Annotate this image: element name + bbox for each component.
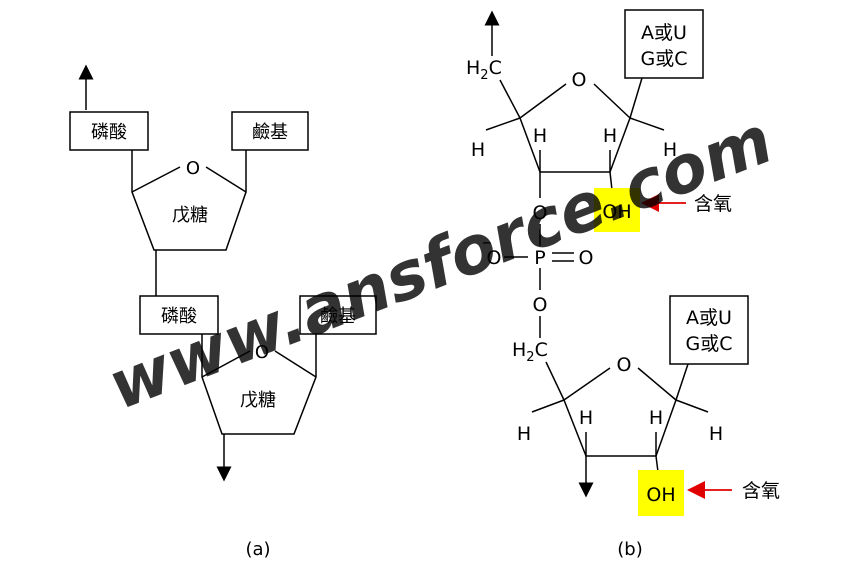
base-box [624,9,704,79]
oxygen-note: 含氧 [694,193,732,215]
base-label-line1: A或U [641,22,687,44]
base-label-line2: G或C [641,48,688,70]
hydrogen-label: H [709,423,723,445]
base-box [669,295,749,365]
nucleotide-top: H2C O A或U G或C H H H H OH [466,9,732,232]
panel-a: 磷酸 鹼基 O 戊糖 磷酸 鹼基 O 戊糖 (a) [69,64,377,560]
watermark-text: www.ansforce.com [98,101,782,425]
phosphorus-label: P [534,247,545,269]
hydroxyl-label: OH [646,484,675,506]
hydrogen-label: H [663,139,677,161]
hydrogen-label: H [471,139,485,161]
hydrogen-label: H [603,125,617,147]
nucleotide-bottom: H2C O A或U G或C H H H H OH [512,295,780,516]
panel-b-caption: (b) [617,539,642,560]
phosphate-bridge: O – O P O O [482,172,593,338]
ch2-group: H2C [512,339,548,365]
oxygen-highlight [638,470,684,516]
sugar-label: 戊糖 [172,205,208,226]
oxygen-label: O [487,247,502,269]
hydroxyl-label: OH [602,201,631,223]
phosphate-label: 磷酸 [91,122,127,143]
hydrogen-label: H [649,407,663,429]
base-label-line2: G或C [686,333,733,355]
hydrogen-label: H [533,125,547,147]
phosphate-label: 磷酸 [161,306,197,327]
oxygen-label: O [533,294,548,316]
oxygen-note: 含氧 [742,480,780,502]
base-label-line1: A或U [686,307,732,329]
panel-a-caption: (a) [245,539,270,560]
oxygen-highlight [594,188,640,232]
ring-oxygen-label: O [617,354,632,376]
hydrogen-label: H [579,407,593,429]
panel-b: H2C O A或U G或C H H H H OH [466,9,780,560]
base-label: 鹼基 [252,122,288,143]
ring-oxygen-label: O [186,158,200,179]
base-box [299,295,377,335]
ch2-group: H2C [466,57,502,83]
base-box [231,111,309,151]
sugar-ring-outline [131,150,247,251]
oxygen-label: O [533,202,548,224]
nucleotide-unit-bottom: 磷酸 鹼基 O 戊糖 [139,295,377,435]
oxygen-label: O [579,247,594,269]
nucleotide-unit-top: 磷酸 鹼基 O 戊糖 [69,111,309,251]
sugar-label: 戊糖 [240,390,276,411]
phosphate-box [139,295,219,335]
phosphate-box [69,111,149,151]
ring-oxygen-label: O [255,342,269,363]
ring-oxygen-label: O [572,69,587,91]
hydrogen-label: H [517,423,531,445]
sugar-ring-outline [201,334,317,435]
negative-charge: – [482,231,492,253]
base-label: 鹼基 [320,306,356,327]
